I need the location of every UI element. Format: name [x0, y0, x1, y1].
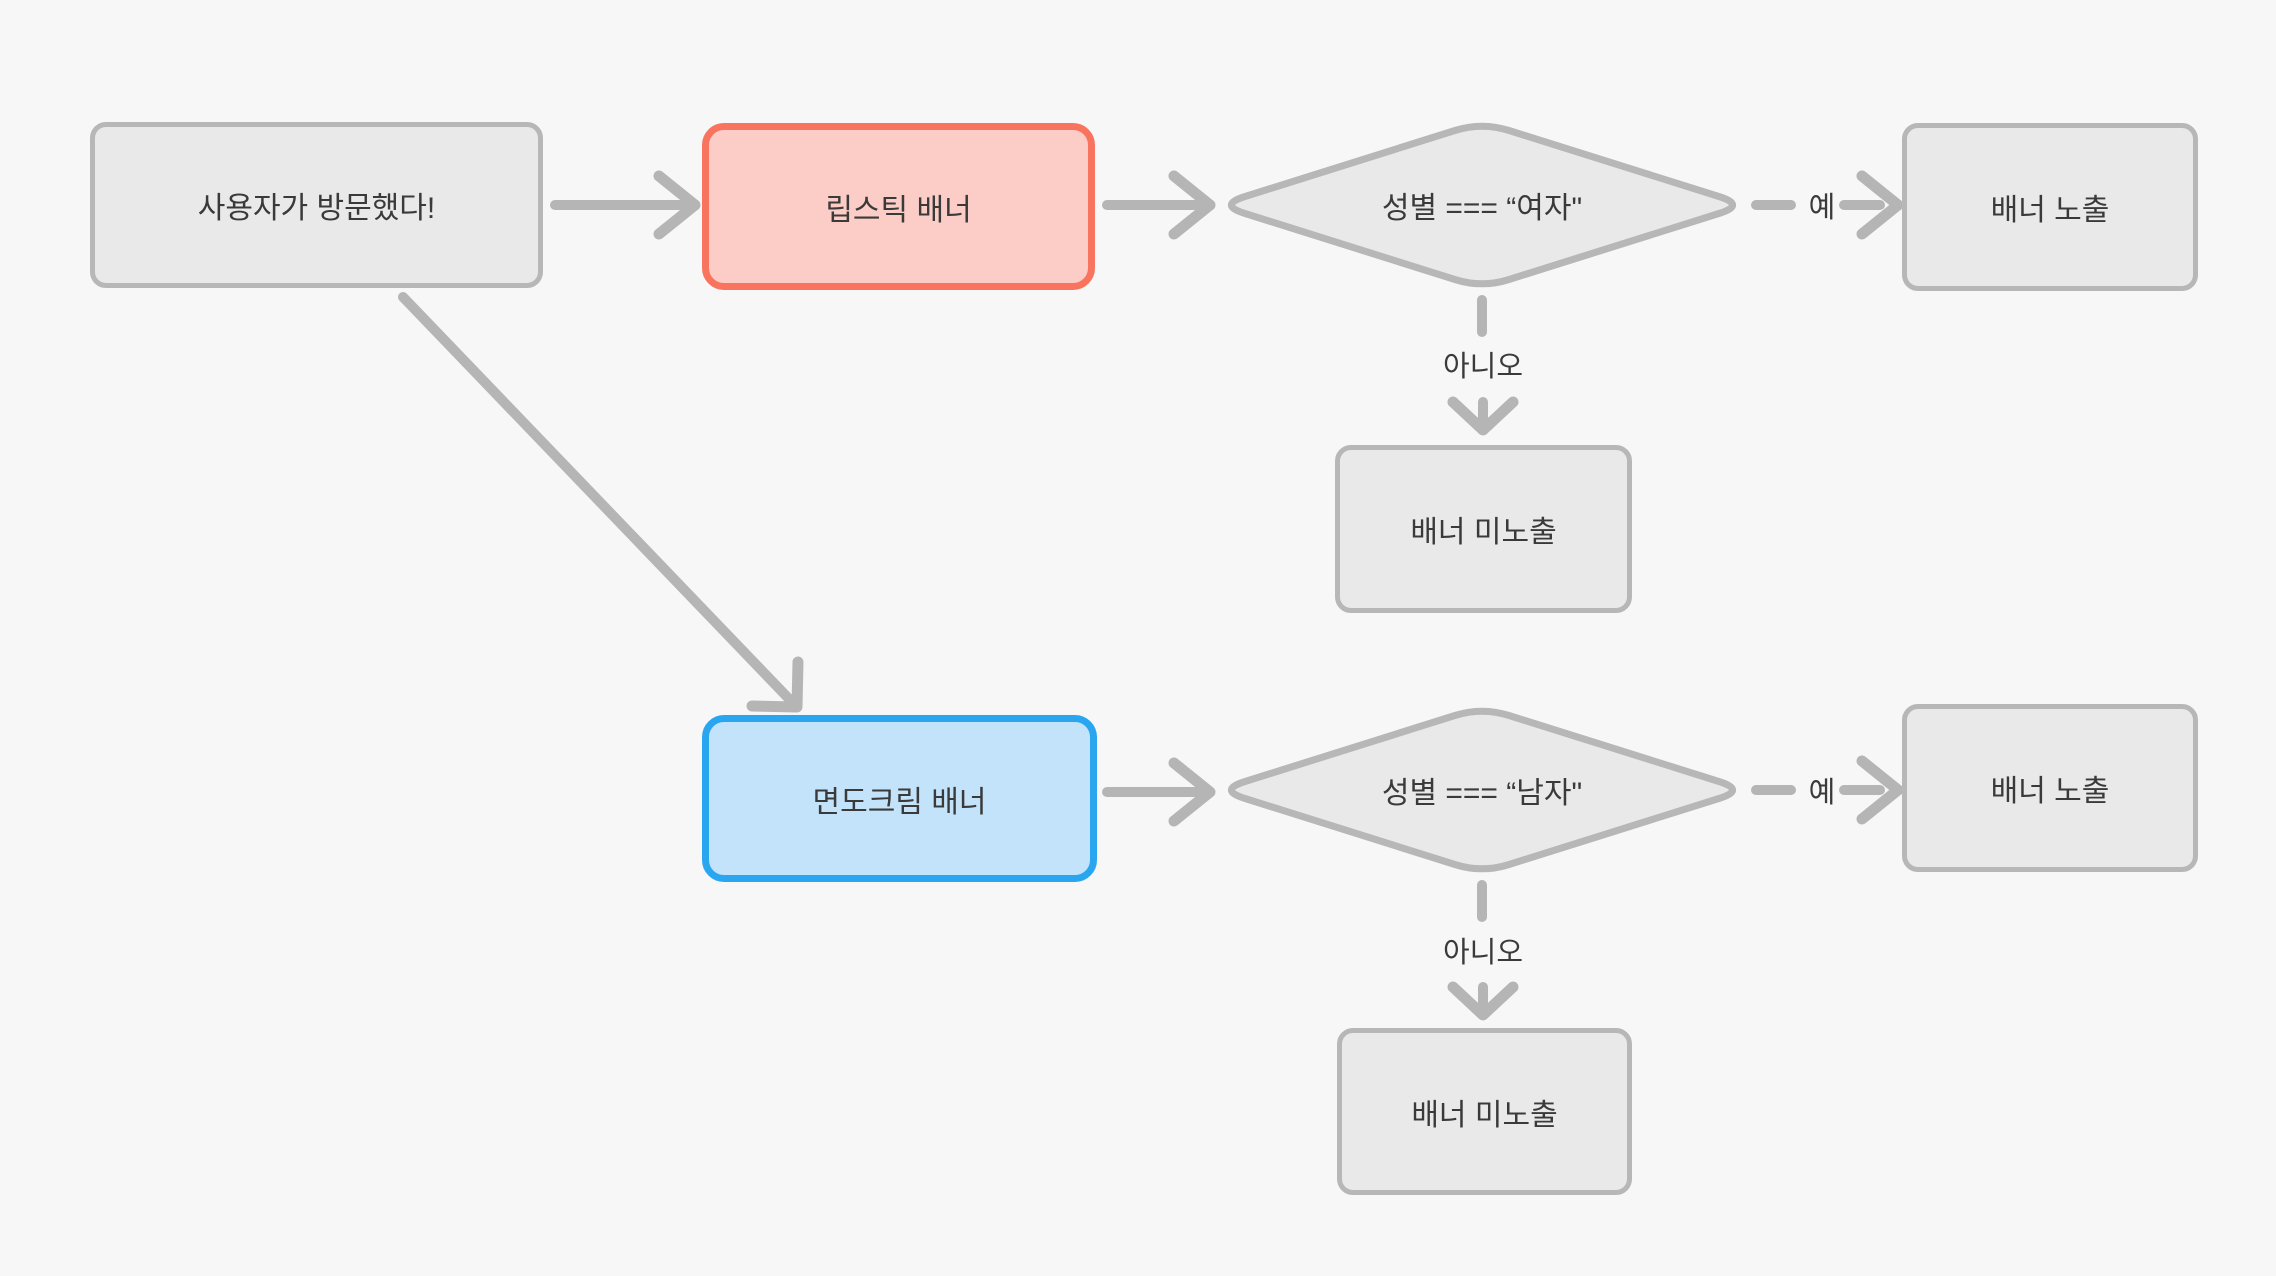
node-lipstick-banner: 립스틱 배너 [702, 123, 1095, 290]
edge-label-no-male: 아니오 [1442, 937, 1524, 969]
edge-label-yes-female: 예 [1808, 192, 1836, 224]
node-user-visited-label: 사용자가 방문했다! [197, 192, 436, 225]
arrowhead-start-to-lipstick-icon [653, 170, 701, 240]
edge-label-no-female: 아니오 [1442, 351, 1524, 383]
edge-label-yes-male: 예 [1808, 777, 1836, 809]
node-user-visited: 사용자가 방문했다! [90, 122, 543, 288]
decision-male-shape [1227, 707, 1737, 873]
arrowhead-yes-female-icon [1856, 170, 1904, 240]
node-shaving-cream-banner-label: 면도크림 배너 [812, 785, 987, 819]
node-shaving-cream-banner: 면도크림 배너 [702, 715, 1097, 882]
arrowhead-shaving-to-condition-icon [1168, 757, 1216, 827]
arrowhead-yes-male-icon [1856, 755, 1904, 825]
arrowhead-lipstick-to-condition-icon [1168, 170, 1216, 240]
node-banner-shown-female-label: 배너 노출 [1990, 194, 2110, 227]
decision-male-label: 성별 === “남자" [1381, 777, 1583, 810]
node-banner-hidden-female: 배너 미노출 [1335, 445, 1632, 613]
node-banner-hidden-male-label: 배너 미노출 [1411, 1098, 1558, 1132]
node-banner-shown-male-label: 배너 노출 [1990, 775, 2110, 808]
node-banner-shown-female: 배너 노출 [1902, 123, 2198, 291]
node-lipstick-banner-label: 립스틱 배너 [825, 193, 972, 227]
decision-female-label: 성별 === “여자" [1381, 192, 1583, 225]
edge-start-to-shaving [398, 292, 798, 708]
node-banner-shown-male: 배너 노출 [1902, 704, 2198, 872]
arrowhead-no-female-icon [1447, 396, 1519, 436]
arrowhead-start-to-shaving-icon [746, 656, 804, 713]
decision-female-shape [1227, 122, 1737, 288]
arrowhead-no-male-icon [1447, 981, 1519, 1021]
node-banner-hidden-female-label: 배너 미노출 [1410, 516, 1557, 549]
node-banner-hidden-male: 배너 미노출 [1337, 1028, 1632, 1195]
